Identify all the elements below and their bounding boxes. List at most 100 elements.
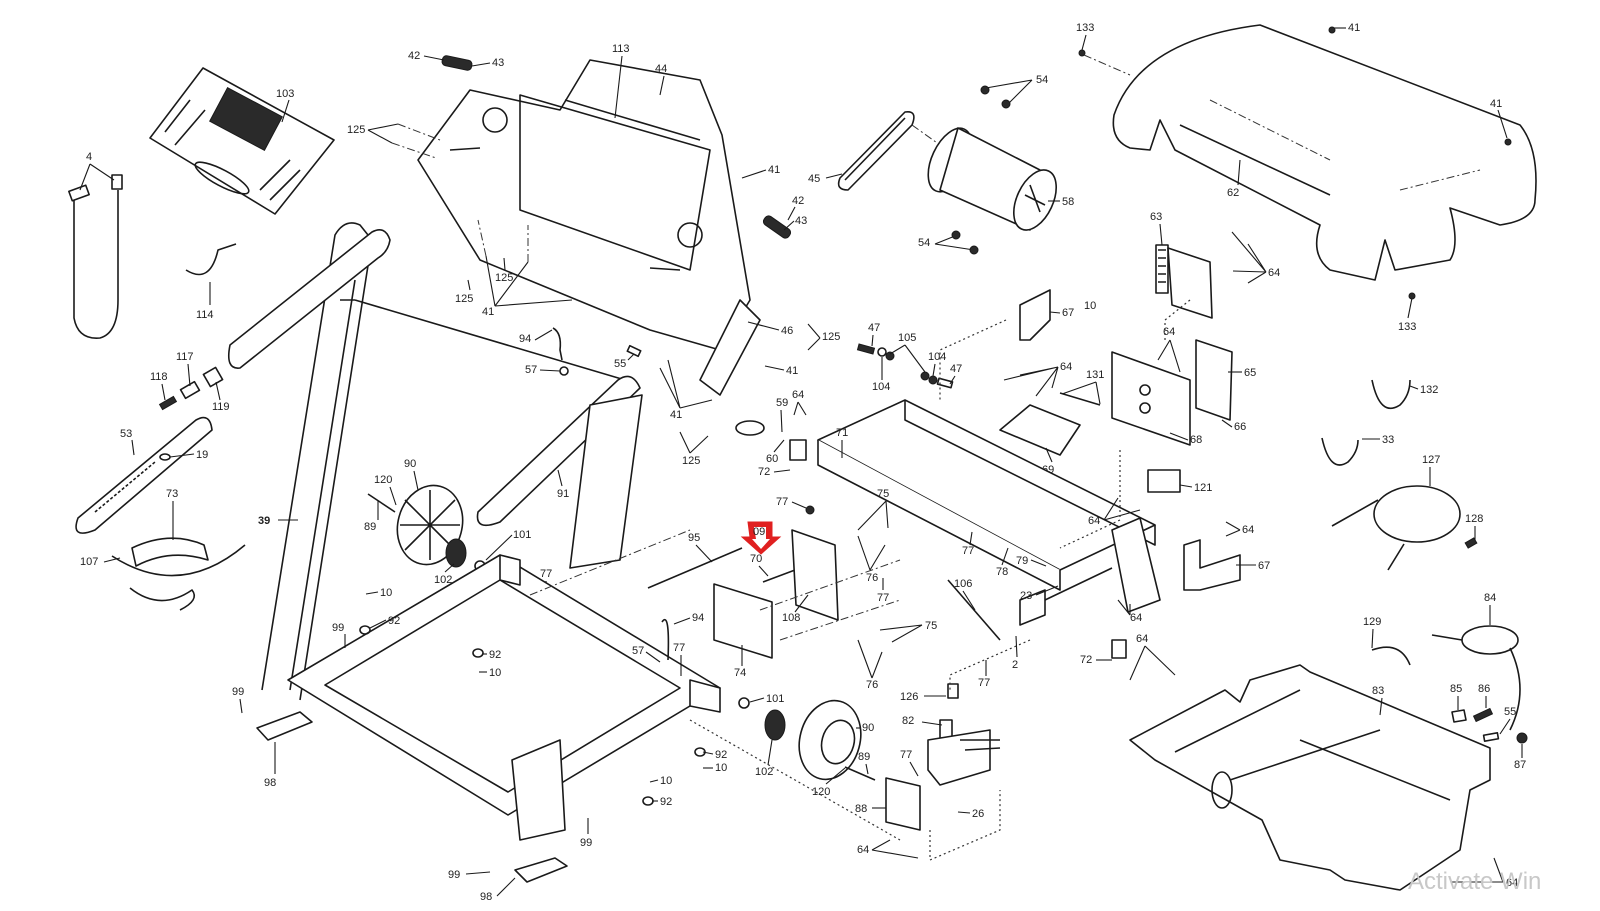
callout-10-top: 10 — [1084, 300, 1096, 312]
pulley-102-part — [764, 709, 786, 741]
callout-87: 87 — [1514, 759, 1526, 771]
circuit-breaker-85-part — [1451, 709, 1467, 723]
callout-73: 73 — [166, 488, 178, 500]
callout-78: 78 — [996, 566, 1008, 578]
sensor-126-part — [947, 683, 959, 699]
callout-74: 74 — [734, 667, 746, 679]
callout-45: 45 — [808, 173, 820, 185]
callout-92-b: 92 — [489, 649, 501, 661]
callout-99-b: 99 — [232, 686, 244, 698]
callout-103: 103 — [276, 88, 294, 100]
callout-77-e: 77 — [540, 568, 552, 580]
callout-10-d: 10 — [715, 762, 727, 774]
callout-67-top: 67 — [1062, 307, 1074, 319]
callout-89-lower: 89 — [858, 751, 870, 763]
callout-104-left: 104 — [872, 381, 890, 393]
base-pan-83-part — [1129, 664, 1491, 891]
callout-114: 114 — [196, 309, 214, 321]
drive-motor-part — [927, 127, 1057, 231]
callout-99-c: 99 — [448, 869, 460, 881]
callout-43-right: 43 — [795, 215, 807, 227]
callout-59: 59 — [776, 397, 788, 409]
callout-60: 60 — [766, 453, 778, 465]
foot-98-lower-part — [514, 857, 568, 883]
callout-92-c: 92 — [715, 749, 727, 761]
callout-71: 71 — [836, 427, 848, 439]
callout-131: 131 — [1086, 369, 1104, 381]
callout-118: 118 — [150, 371, 168, 383]
callout-99-d: 99 — [580, 837, 592, 849]
callout-119: 119 — [212, 401, 230, 413]
callout-53: 53 — [120, 428, 132, 440]
callout-133-top: 133 — [1076, 22, 1094, 34]
strap-parts — [111, 537, 246, 611]
bracket-72-part — [789, 439, 807, 461]
callout-42-left: 42 — [408, 50, 420, 62]
callout-113: 113 — [612, 43, 630, 55]
bracket-108-part — [791, 529, 839, 621]
callout-41-hood: 41 — [768, 164, 780, 176]
callout-77-a: 77 — [776, 496, 788, 508]
callout-88: 88 — [855, 803, 867, 815]
callout-90-lower: 90 — [862, 722, 874, 734]
upper-tube-part — [227, 229, 391, 369]
callout-10-b: 10 — [380, 587, 392, 599]
callout-44: 44 — [655, 63, 667, 75]
upright-frame-part — [261, 222, 626, 701]
callout-41-c: 41 — [670, 409, 682, 421]
rear-roller-wheel-part — [396, 484, 486, 572]
callout-41-hood-right: 41 — [1490, 98, 1502, 110]
callout-4: 4 — [86, 151, 92, 163]
drive-belt-part — [837, 110, 915, 191]
callout-64-c: 64 — [1163, 326, 1175, 338]
callout-77-b: 77 — [962, 545, 974, 557]
callout-76-a: 76 — [866, 572, 878, 584]
callout-72-lower: 72 — [1080, 654, 1092, 666]
callout-94-upper: 94 — [519, 333, 531, 345]
callout-64-b: 64 — [1060, 361, 1072, 373]
end-cap-part — [762, 215, 792, 239]
callout-105: 105 — [898, 332, 916, 344]
callout-68: 68 — [1190, 434, 1202, 446]
callout-47-left: 47 — [868, 322, 880, 334]
power-cord-84-part — [1431, 625, 1521, 731]
choke-121-part — [1147, 469, 1181, 493]
callout-62: 62 — [1227, 187, 1239, 199]
callout-47-right: 47 — [950, 363, 962, 375]
bolt-89-lower-part — [844, 766, 876, 781]
callout-64-h: 64 — [1136, 633, 1148, 645]
cable-132-part — [1371, 379, 1411, 410]
plate-74-part — [713, 583, 773, 659]
controller-board-65 — [1195, 339, 1233, 421]
callout-67-bottom: 67 — [1258, 560, 1270, 572]
callout-79: 79 — [1016, 555, 1028, 567]
callout-55-lower: 55 — [1504, 706, 1516, 718]
callout-64-j: 64 — [1506, 877, 1518, 889]
ribbon-cable-part — [68, 174, 123, 339]
callout-64-i: 64 — [857, 844, 869, 856]
controller-bracket-63 — [1155, 244, 1213, 319]
cable-114-part — [185, 243, 237, 276]
callout-128: 128 — [1465, 513, 1483, 525]
callout-120-lower: 120 — [812, 786, 830, 798]
callout-133-bottom: 133 — [1398, 321, 1416, 333]
callout-92-a: 92 — [388, 615, 400, 627]
foot-98-part — [256, 711, 313, 741]
bolt-70-part — [762, 569, 796, 583]
console-overlay-part — [149, 67, 335, 215]
callout-84: 84 — [1484, 592, 1496, 604]
callout-127: 127 — [1422, 454, 1440, 466]
callout-77-d: 77 — [978, 677, 990, 689]
callout-102-upper: 102 — [434, 574, 452, 586]
front-roller-wheel-part — [798, 699, 862, 781]
base-frame-part — [287, 554, 721, 841]
callout-132: 132 — [1420, 384, 1438, 396]
bracket-46-part — [699, 299, 761, 396]
callout-64-e: 64 — [1088, 515, 1100, 527]
callout-95: 95 — [688, 532, 700, 544]
callout-86: 86 — [1478, 683, 1490, 695]
bolt-106-part — [947, 579, 1001, 641]
console-hood-part — [417, 59, 751, 351]
callout-125-b: 125 — [495, 272, 513, 284]
